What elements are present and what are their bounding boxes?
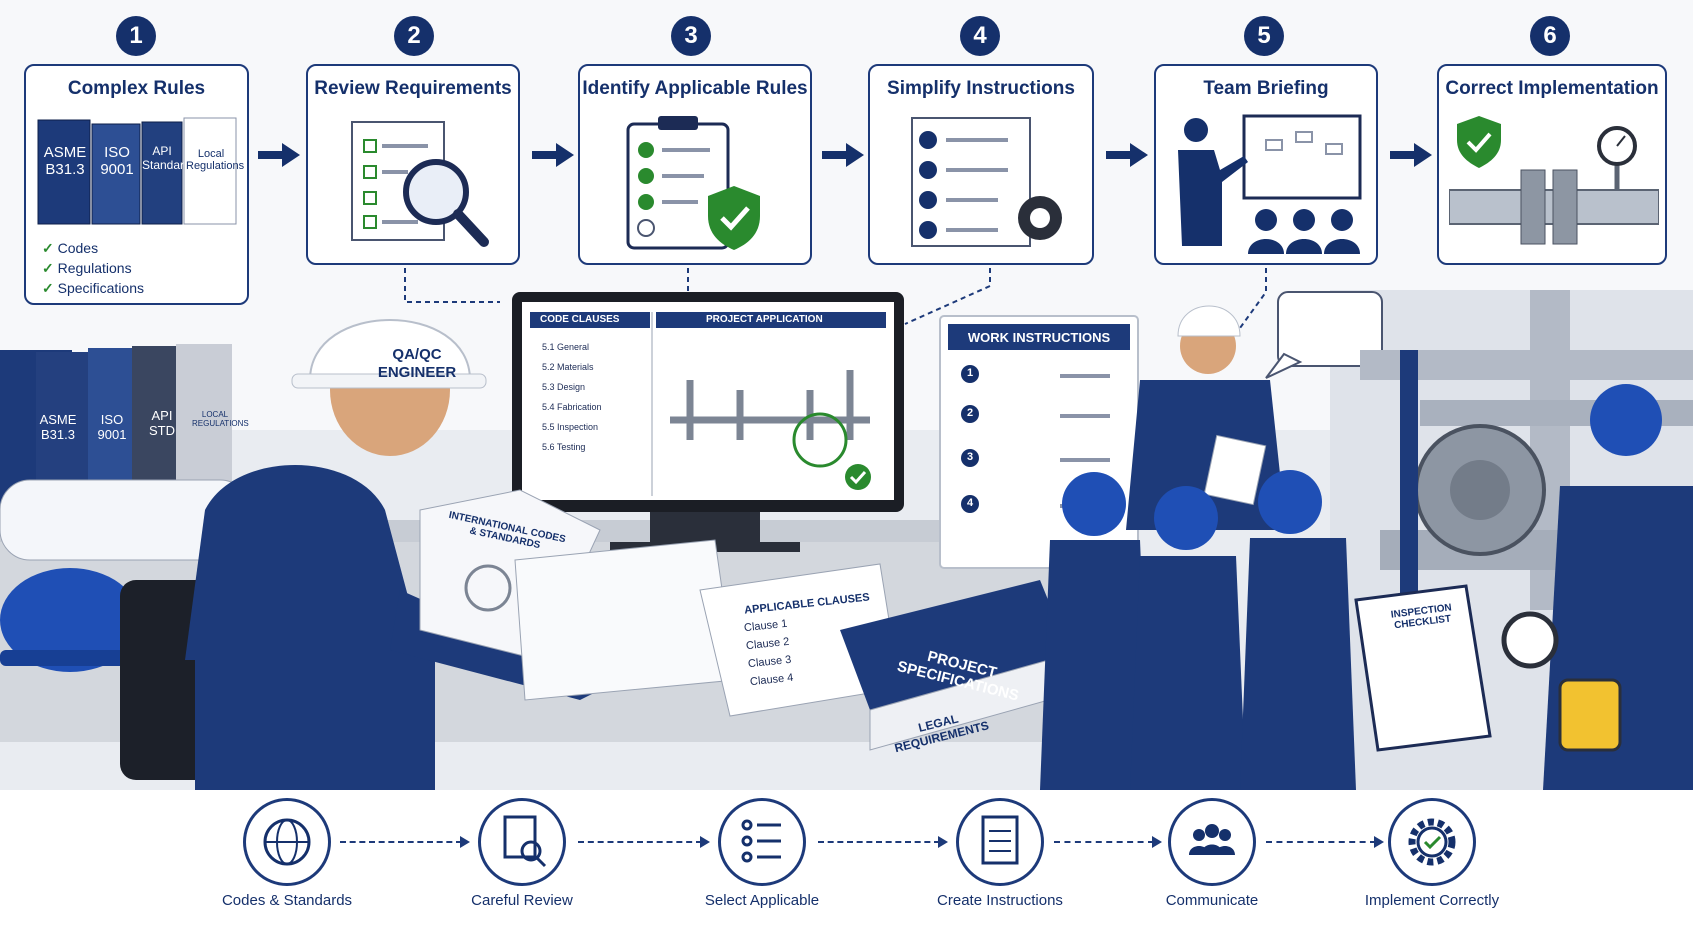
book-local: Local Regulations: [186, 148, 245, 172]
step-number-6: 6: [1530, 16, 1570, 56]
document-search-icon: [478, 798, 566, 886]
flow-arrow: [578, 836, 710, 848]
gear-check-icon: [1388, 798, 1476, 886]
book-asme: ASME B31.3: [43, 144, 87, 178]
clause-5-3: 5.3 Design: [542, 382, 586, 392]
step-title: Complex Rules: [67, 78, 206, 99]
monitor-code-clauses-title: CODE CLAUSES: [540, 314, 620, 325]
shelf-book-api: API STD: [149, 408, 175, 438]
check-item: ✓ Codes: [42, 240, 99, 256]
globe-icon: [243, 798, 331, 886]
step-card-review-requirements: Review Requirements: [306, 64, 520, 265]
clause-5-2: 5.2 Materials: [542, 362, 594, 372]
step-card-team-briefing: Team Briefing: [1154, 64, 1378, 265]
flow-arrow: [340, 836, 470, 848]
step-number-3: 3: [671, 16, 711, 56]
step-title: Correct Implementation: [1445, 78, 1659, 99]
step-title: Team Briefing: [1203, 78, 1329, 99]
clause-5-4: 5.4 Fabrication: [542, 402, 602, 412]
clause-5-6: 5.6 Testing: [542, 442, 586, 452]
step-number-1: 1: [116, 16, 156, 56]
numbered-list-gear-icon: [911, 117, 1062, 247]
book-iso: ISO 9001: [100, 144, 134, 178]
flow-label-careful-review: Careful Review: [471, 892, 573, 909]
complex-rules-checklist: ✓ Codes ✓ Regulations ✓ Specifications: [42, 238, 144, 298]
step-title: Review Requirements: [314, 78, 512, 99]
presenter-team-icon: [1178, 114, 1362, 254]
flow-label-select-applicable: Select Applicable: [704, 892, 820, 909]
checklist-icon: [718, 798, 806, 886]
flow-arrow: [1054, 836, 1162, 848]
step-title: Simplify Instructions: [887, 78, 1075, 99]
team-icon: [1168, 798, 1256, 886]
check-icon: ✓: [42, 240, 58, 256]
check-icon: ✓: [42, 280, 58, 296]
wi-step-1: 1: [966, 367, 974, 379]
arrow-right-icon: [1390, 143, 1432, 167]
work-instructions-title: WORK INSTRUCTIONS: [967, 330, 1111, 345]
step-card-complex-rules: Complex Rules ASME B31.3 ISO 9001 API St…: [24, 64, 249, 305]
pipe-valve-shield-icon: [1449, 116, 1659, 245]
arrow-right-icon: [258, 143, 300, 167]
flow-label-communicate: Communicate: [1165, 892, 1259, 909]
rule-books-icon: [37, 117, 237, 225]
step-number-4: 4: [960, 16, 1000, 56]
check-icon: ✓: [42, 260, 58, 276]
wi-step-4: 4: [966, 497, 974, 509]
wi-step-2: 2: [966, 407, 974, 419]
clause-5-1: 5.1 General: [542, 342, 590, 352]
step-title: Identify Applicable Rules: [582, 78, 808, 99]
dashed-connectors: [404, 268, 1267, 329]
shelf-book-iso: ISO 9001: [97, 412, 127, 442]
document-magnifier-icon: [351, 121, 489, 247]
shelf-book-asme: ASME B31.3: [39, 412, 77, 442]
wi-step-3: 3: [966, 451, 974, 463]
check-item: ✓ Regulations: [42, 260, 132, 276]
step-number-2: 2: [394, 16, 434, 56]
step-card-simplify-instructions: Simplify Instructions: [868, 64, 1094, 265]
office-workshop-scene: [0, 290, 1693, 790]
arrow-right-icon: [532, 143, 574, 167]
flow-arrow: [1266, 836, 1384, 848]
clause-5-5: 5.5 Inspection: [542, 422, 599, 432]
check-item: ✓ Specifications: [42, 280, 145, 296]
document-lines-icon: [956, 798, 1044, 886]
step-card-identify-applicable-rules: Identify Applicable Rules: [578, 64, 812, 265]
flow-arrow: [818, 836, 948, 848]
monitor-project-application-title: PROJECT APPLICATION: [706, 314, 823, 325]
clipboard-shield-icon: [626, 116, 760, 250]
flow-label-implement-correctly: Implement Correctly: [1364, 892, 1500, 909]
flow-label-codes-standards: Codes & Standards: [221, 892, 353, 909]
arrow-right-icon: [1106, 143, 1148, 167]
shelf-book-local: LOCAL REGULATIONS: [192, 410, 249, 428]
step-number-5: 5: [1244, 16, 1284, 56]
helmet-label: QA/QC ENGINEER: [377, 346, 457, 381]
arrow-right-icon: [822, 143, 864, 167]
flow-label-create-instructions: Create Instructions: [937, 892, 1063, 909]
book-api: API Standard: [142, 144, 191, 172]
step-card-correct-implementation: Correct Implementation: [1437, 64, 1667, 265]
